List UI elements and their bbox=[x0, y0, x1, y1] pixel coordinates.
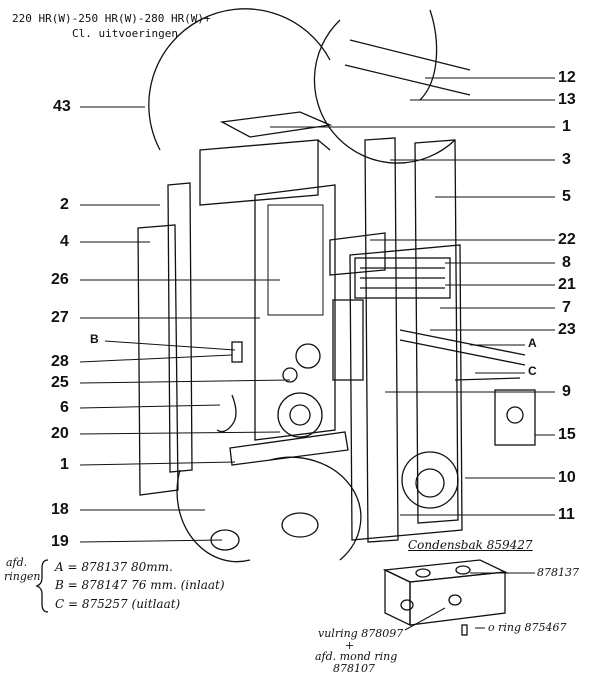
condensbak-part-right: 878137 bbox=[537, 566, 579, 579]
vulring-plus: + bbox=[345, 639, 355, 652]
ring-B-number: B = 878147 bbox=[55, 578, 128, 592]
callout-1-right: 1 bbox=[562, 118, 571, 135]
ring-C-number: C = 875257 bbox=[55, 597, 128, 611]
callout-26: 26 bbox=[51, 271, 69, 288]
callout-A: A bbox=[528, 336, 537, 350]
model-subheader: Cl. uitvoeringen bbox=[72, 27, 178, 40]
callout-4: 4 bbox=[60, 233, 69, 250]
callout-23: 23 bbox=[558, 321, 576, 338]
callout-11: 11 bbox=[558, 506, 575, 523]
ring-B-note: 76 mm. (inlaat) bbox=[131, 578, 225, 592]
callout-C: C bbox=[528, 364, 537, 378]
callout-27: 27 bbox=[51, 309, 69, 326]
rings-side-label-2: ringen bbox=[4, 570, 41, 583]
callout-10: 10 bbox=[558, 469, 576, 486]
detail-circle-top-right bbox=[313, 19, 456, 164]
callout-9: 9 bbox=[562, 383, 571, 400]
callout-43: 43 bbox=[53, 98, 71, 115]
ring-A-note: 80mm. bbox=[131, 560, 173, 574]
oring-label: o ring 875467 bbox=[488, 621, 567, 634]
ring-row-C: C = 875257 (uitlaat) bbox=[55, 597, 180, 611]
ring-row-B: B = 878147 76 mm. (inlaat) bbox=[55, 578, 225, 592]
callout-20: 20 bbox=[51, 425, 69, 442]
rings-side-label-1: afd. bbox=[6, 556, 28, 569]
callout-6: 6 bbox=[60, 399, 69, 416]
callout-28: 28 bbox=[51, 353, 69, 370]
detail-circle-top-left bbox=[148, 8, 331, 151]
callout-7: 7 bbox=[562, 299, 571, 316]
afd-mond-ring-label: afd. mond ring bbox=[315, 650, 398, 663]
model-header: 220 HR(W)-250 HR(W)-280 HR(W)+ bbox=[12, 12, 211, 25]
callout-25: 25 bbox=[51, 374, 69, 391]
callout-8: 8 bbox=[562, 254, 571, 271]
ring-A-number: A = 878137 bbox=[55, 560, 128, 574]
callout-18: 18 bbox=[51, 501, 69, 518]
callout-B: B bbox=[90, 332, 99, 346]
callout-21: 21 bbox=[558, 276, 576, 293]
callout-15: 15 bbox=[558, 426, 576, 443]
callout-12: 12 bbox=[558, 69, 576, 86]
callout-5: 5 bbox=[562, 188, 571, 205]
callout-1-left: 1 bbox=[60, 456, 69, 473]
callout-13: 13 bbox=[558, 91, 576, 108]
ring-row-A: A = 878137 80mm. bbox=[55, 560, 173, 574]
ring-C-note: (uitlaat) bbox=[131, 597, 181, 611]
callout-3: 3 bbox=[562, 151, 571, 168]
vulring-label: vulring 878097 bbox=[318, 627, 404, 640]
afd-mond-ring-number: 878107 bbox=[333, 662, 375, 675]
callout-19: 19 bbox=[51, 533, 69, 550]
callout-22: 22 bbox=[558, 231, 576, 248]
callout-2: 2 bbox=[60, 196, 69, 213]
condensbak-title: Condensbak 859427 bbox=[408, 538, 533, 552]
